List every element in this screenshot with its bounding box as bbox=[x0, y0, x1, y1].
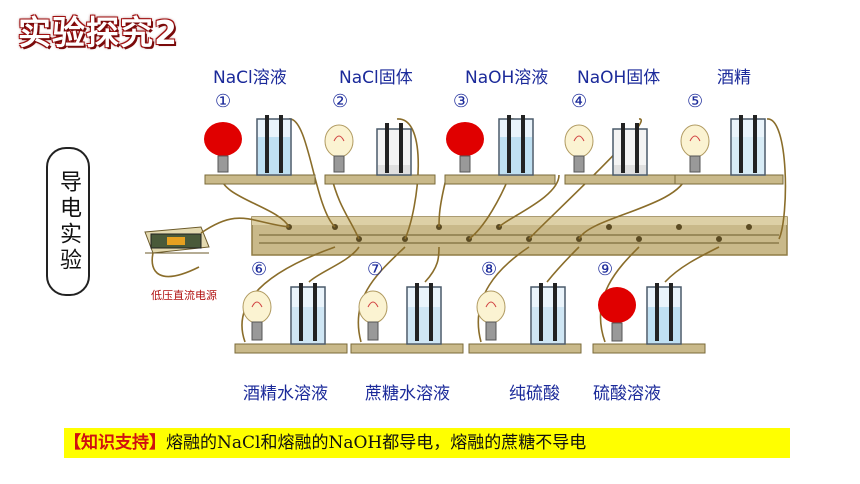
lit-bulb-indicator bbox=[204, 122, 242, 156]
station-label: 酒精水溶液 bbox=[243, 384, 328, 404]
station-label: 纯硫酸 bbox=[509, 384, 560, 404]
station-label: NaCl固体 bbox=[339, 68, 413, 88]
footer-highlight: 【知识支持】 bbox=[64, 433, 166, 453]
knowledge-footer: 【知识支持】熔融的NaCl和熔融的NaOH都导电，熔融的蔗糖不导电 bbox=[64, 428, 790, 458]
lit-bulb-indicator bbox=[598, 287, 636, 323]
lit-bulb-indicator bbox=[446, 122, 484, 156]
station-label: NaOH固体 bbox=[577, 68, 661, 88]
station-number: ⑦ bbox=[367, 259, 384, 280]
station-label: 硫酸溶液 bbox=[593, 384, 661, 404]
station-label: NaCl溶液 bbox=[213, 68, 287, 88]
unlit-bulb bbox=[358, 290, 388, 324]
station-number: ⑨ bbox=[597, 259, 614, 280]
station-1 bbox=[204, 115, 316, 185]
unlit-bulb bbox=[242, 290, 272, 324]
station-number: ③ bbox=[453, 91, 470, 112]
station-2 bbox=[324, 123, 436, 185]
station-5 bbox=[674, 115, 784, 185]
side-badge: 导电实验 bbox=[46, 147, 90, 296]
unlit-bulb bbox=[476, 290, 506, 324]
station-number: ⑧ bbox=[481, 259, 498, 280]
conductivity-diagram: 低压直流电源 bbox=[139, 57, 793, 418]
station-4 bbox=[564, 123, 676, 185]
power-supply bbox=[144, 226, 210, 254]
station-6 bbox=[234, 283, 348, 354]
power-label: 低压直流电源 bbox=[151, 288, 217, 302]
station-number: ⑤ bbox=[687, 91, 704, 112]
station-7 bbox=[350, 283, 464, 354]
station-label: 酒精 bbox=[717, 68, 751, 88]
station-number: ① bbox=[215, 91, 232, 112]
station-number: ⑥ bbox=[251, 259, 268, 280]
station-label: 蔗糖水溶液 bbox=[365, 384, 450, 404]
station-number: ④ bbox=[571, 91, 588, 112]
station-label: NaOH溶液 bbox=[465, 68, 549, 88]
station-8 bbox=[468, 283, 582, 354]
unlit-bulb bbox=[324, 124, 354, 158]
station-3 bbox=[444, 115, 556, 185]
unlit-bulb bbox=[680, 124, 710, 158]
slide-title: 实验探究2 bbox=[18, 13, 178, 52]
station-number: ② bbox=[332, 91, 349, 112]
side-badge-text: 导电实验 bbox=[56, 169, 81, 274]
footer-text: 熔融的NaCl和熔融的NaOH都导电，熔融的蔗糖不导电 bbox=[166, 433, 587, 453]
station-9 bbox=[592, 283, 706, 354]
diagram-svg: 低压直流电源 bbox=[144, 115, 788, 354]
unlit-bulb bbox=[564, 124, 594, 158]
